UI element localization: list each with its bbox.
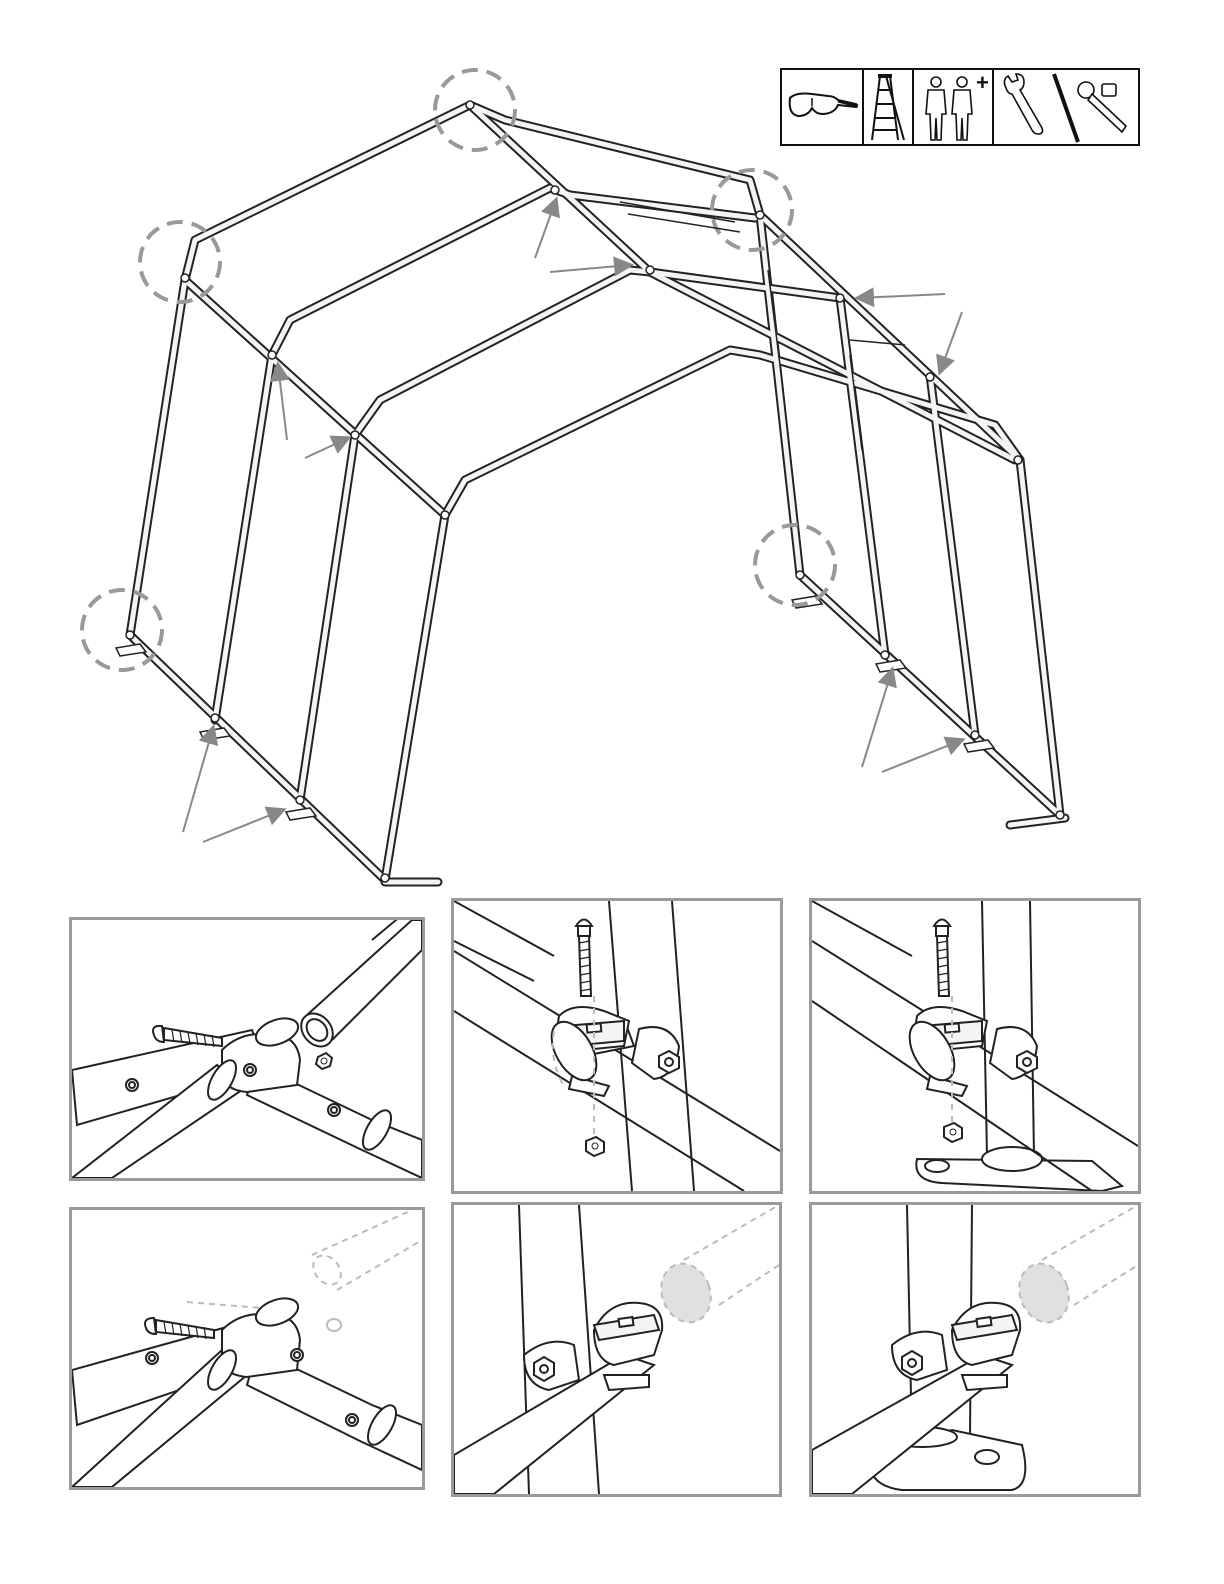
detail-base-clamp-bolt bbox=[809, 898, 1141, 1194]
carriage-bolt bbox=[145, 1318, 214, 1339]
detail-base-clamp-purlin bbox=[809, 1202, 1141, 1497]
detail-peak-connection bbox=[69, 917, 425, 1181]
frame-assembly-illustration bbox=[0, 0, 1224, 900]
callout-base-left bbox=[82, 590, 162, 670]
carriage-bolt bbox=[934, 920, 950, 997]
detail-rafter-clamp-purlin bbox=[451, 1202, 782, 1497]
callout-circles bbox=[82, 70, 835, 670]
detail-peak-connection-alt bbox=[69, 1207, 425, 1490]
detail-rafter-clamp-bolt bbox=[451, 898, 783, 1194]
carriage-bolt bbox=[576, 920, 592, 997]
